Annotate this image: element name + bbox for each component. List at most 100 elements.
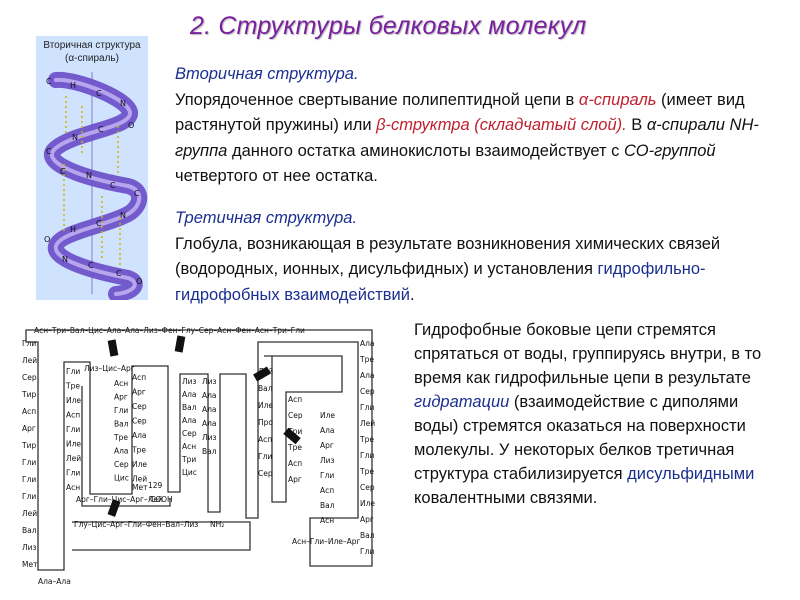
helix-caption: Вторичная структура (α-спираль): [36, 39, 148, 65]
residue-label: Про: [258, 418, 273, 427]
label-met: Мет: [132, 483, 148, 492]
secondary-text-5: четвертого от нее остатка.: [175, 167, 378, 185]
residue-label: Лиз: [320, 456, 335, 465]
chain-row-4: Глу–Цис–Арг–Гли–Фен–Вал–Лиз: [74, 520, 198, 529]
disulfide-bridges: [107, 335, 301, 517]
residue-label: Тре: [359, 467, 374, 476]
residue-label: Тре: [65, 382, 80, 391]
residue-label: Тре: [359, 355, 374, 364]
hydrophobic-text-3: ковалентными связями.: [414, 489, 598, 507]
residue-label: Асп: [132, 373, 146, 382]
residue-label: Асн: [114, 379, 128, 388]
residue-label: Гли: [22, 475, 36, 484]
residue-label: Тир: [21, 441, 36, 450]
label-129: 129: [148, 481, 163, 490]
residue-label: Сер: [22, 373, 37, 382]
residue-label: Иле: [360, 499, 375, 508]
residue-label: Вал: [320, 501, 335, 510]
term-alpha-helix: α-спираль: [578, 90, 657, 109]
residue-label: Лиз: [182, 377, 197, 386]
svg-text:O: O: [128, 121, 134, 130]
label-cooh: COOH: [150, 495, 173, 504]
residue-label: Асп: [288, 395, 302, 404]
residue-label: Асн: [66, 483, 80, 492]
svg-text:N: N: [120, 99, 126, 108]
residue-label: Сер: [114, 460, 129, 469]
residue-label: Арг: [320, 441, 334, 450]
hydrophobic-paragraph: Гидрофобные боковые цепи стремятся спрят…: [414, 318, 774, 510]
tertiary-text-2: .: [409, 285, 415, 304]
svg-text:H: H: [70, 225, 76, 234]
residue-label: Три: [287, 427, 302, 436]
residue-label: Арг: [360, 515, 374, 524]
svg-text:H: H: [70, 81, 76, 90]
residue-label: Мет: [22, 560, 38, 569]
column-left: ГлиЛейСерТирАспАргТирГлиГлиГлиЛейВалЛизМ…: [21, 339, 38, 569]
hydrogen-bonds: [63, 96, 121, 268]
residue-label: Лей: [22, 356, 37, 365]
residue-label: Тре: [287, 443, 302, 452]
chain-bottom-row: Ала–Ала: [38, 577, 71, 586]
term-co-group: СО-группой: [624, 141, 716, 160]
residue-label: Иле: [66, 396, 81, 405]
residue-label: Асп: [66, 411, 80, 420]
residue-label: Вал: [202, 447, 217, 456]
chain-bottom-right: Асн–Гли–Иле–Арг: [292, 537, 361, 546]
residue-label: Гли: [360, 403, 374, 412]
tertiary-heading: Третичная структура.: [175, 209, 358, 227]
svg-text:C: C: [134, 189, 140, 198]
residue-label: Цис: [114, 474, 129, 483]
helix-highlight: [49, 77, 142, 296]
residue-label: Лиз: [22, 543, 37, 552]
residue-label: Тре: [131, 446, 146, 455]
secondary-text-4: данного остатка аминокислоты взаимодейст…: [227, 141, 625, 160]
svg-text:C: C: [96, 89, 102, 98]
residue-label: Сер: [258, 469, 273, 478]
residue-label: Иле: [258, 401, 273, 410]
residue-label: Лиз: [202, 377, 217, 386]
residue-label: Гли: [66, 469, 80, 478]
residue-label: Асн: [182, 442, 196, 451]
residue-label: Цис: [182, 468, 197, 477]
residue-label: Асн: [320, 516, 334, 525]
residue-label: Вал: [182, 403, 197, 412]
term-hydration: гидратации: [414, 393, 510, 411]
residue-label: Тир: [21, 390, 36, 399]
hydrophobic-text-1: Гидрофобные боковые цепи стремятся спрят…: [414, 321, 762, 387]
label-nh2: NH₂: [210, 520, 224, 529]
tertiary-paragraph: Глобула, возникающая в результате возник…: [157, 232, 772, 309]
residue-label: Вал: [22, 526, 37, 535]
residue-label: Арг: [132, 388, 146, 397]
residue-label: Арг: [22, 424, 36, 433]
svg-text:C: C: [46, 77, 52, 86]
residue-label: Сер: [288, 411, 303, 420]
residue-label: Ала: [202, 391, 217, 400]
residue-label: Ала: [182, 390, 197, 399]
secondary-text-1: Упорядоченное свертывание полипептидной …: [175, 90, 579, 109]
helix-caption-line1: Вторичная структура: [43, 40, 141, 51]
residue-label: Сер: [182, 429, 197, 438]
tertiary-structure-diagram: Асн–Три–Вал–Цис–Ала–Ала–Лиз–Фен–Глу–Сер–…: [20, 322, 404, 594]
residue-label: Тре: [113, 433, 128, 442]
hydrophobic-text-2: (взаимодействие с диполями воды) стремят…: [414, 393, 746, 483]
chain-row-3: Арг–Гли–Цис–Арг–Лей: [76, 495, 163, 504]
residue-label: Сер: [360, 387, 375, 396]
chain-labels: Асн–Три–Вал–Цис–Ала–Ала–Лиз–Фен–Глу–Сер–…: [21, 326, 375, 586]
svg-text:O: O: [44, 235, 50, 244]
residue-label: Асп: [22, 407, 36, 416]
helix-caption-line2: (α-спираль): [65, 53, 119, 64]
residue-label: Асп: [320, 486, 334, 495]
residue-label: Арг: [288, 475, 302, 484]
residue-label: Ала: [360, 339, 375, 348]
slide-title: 2. Структуры белковых молекул: [190, 12, 587, 40]
chain-svg: Асн–Три–Вал–Цис–Ала–Ала–Лиз–Фен–Глу–Сер–…: [21, 326, 375, 586]
svg-text:C: C: [116, 269, 122, 278]
residue-label: Гли: [22, 458, 36, 467]
residue-label: Гли: [360, 547, 374, 556]
residue-label: Иле: [66, 440, 81, 449]
svg-text:C: C: [98, 125, 104, 134]
